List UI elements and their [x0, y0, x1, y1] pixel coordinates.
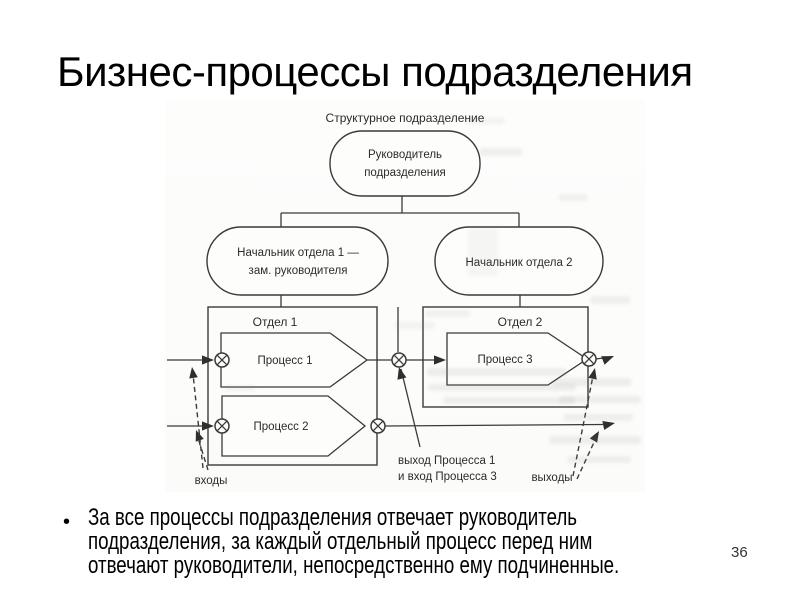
bullet-line: подразделения, за каждый отдельный проце…: [88, 528, 593, 555]
crossed-circle-icon: [581, 351, 597, 367]
bullet-text: За все процессы подразделения отвечает р…: [88, 506, 650, 578]
diagram-caption: Структурное подразделение: [326, 111, 485, 125]
dept2-label: Отдел 2: [498, 315, 543, 329]
unit-head-line2: подразделения: [364, 167, 446, 179]
flow-arrowheads: [202, 355, 615, 431]
dept1-head-line2: зам. руководителя: [249, 265, 348, 277]
bullet-marker: •: [63, 511, 71, 533]
node-process1: Процесс 1: [220, 332, 369, 388]
node-dept2-head: Начальник отдела 2: [434, 226, 604, 296]
crossed-circle-icon: [391, 352, 407, 368]
crossed-circle-icon: [214, 418, 230, 434]
outputs-label: выходы: [531, 472, 572, 484]
unit-head-line1: Руководитель: [368, 149, 442, 161]
page-number: 36: [731, 544, 748, 561]
crossed-circle-icon: [370, 418, 386, 434]
slide-title: Бизнес-процессы подразделения: [57, 48, 693, 95]
crossed-circle-markers: [214, 351, 597, 434]
diagram-canvas: Структурное подразделение Руководитель п…: [167, 111, 615, 487]
io-note-line1: выход Процесса 1: [398, 455, 495, 467]
dept1-label: Отдел 1: [253, 315, 298, 329]
process2-label: Процесс 2: [253, 421, 308, 433]
crossed-circle-icon: [214, 352, 230, 368]
node-process3: Процесс 3: [446, 332, 589, 386]
node-dept1-box: Отдел 1: [207, 306, 378, 466]
node-process2: Процесс 2: [221, 395, 367, 457]
node-dept1-head: Начальник отдела 1 — зам. руководителя: [206, 226, 389, 296]
process-diagram-figure: Структурное подразделение Руководитель п…: [165, 100, 645, 492]
bullet-line: За все процессы подразделения отвечает р…: [88, 504, 578, 531]
process3-label: Процесс 3: [477, 354, 532, 366]
bullet-line: отвечают руководители, непосредственно е…: [88, 552, 620, 579]
inputs-label: входы: [195, 475, 228, 487]
node-unit-head: Руководитель подразделения: [329, 130, 481, 197]
org-tree-connectors: [280, 196, 521, 307]
dept1-head-line1: Начальник отдела 1 —: [237, 247, 359, 259]
dept2-head-label: Начальник отдела 2: [466, 257, 573, 269]
flow-lines: [167, 307, 604, 448]
io-note-line2: и вход Процесса 3: [398, 471, 497, 483]
dashed-io-arrows: [189, 367, 599, 480]
process1-label: Процесс 1: [257, 355, 312, 367]
